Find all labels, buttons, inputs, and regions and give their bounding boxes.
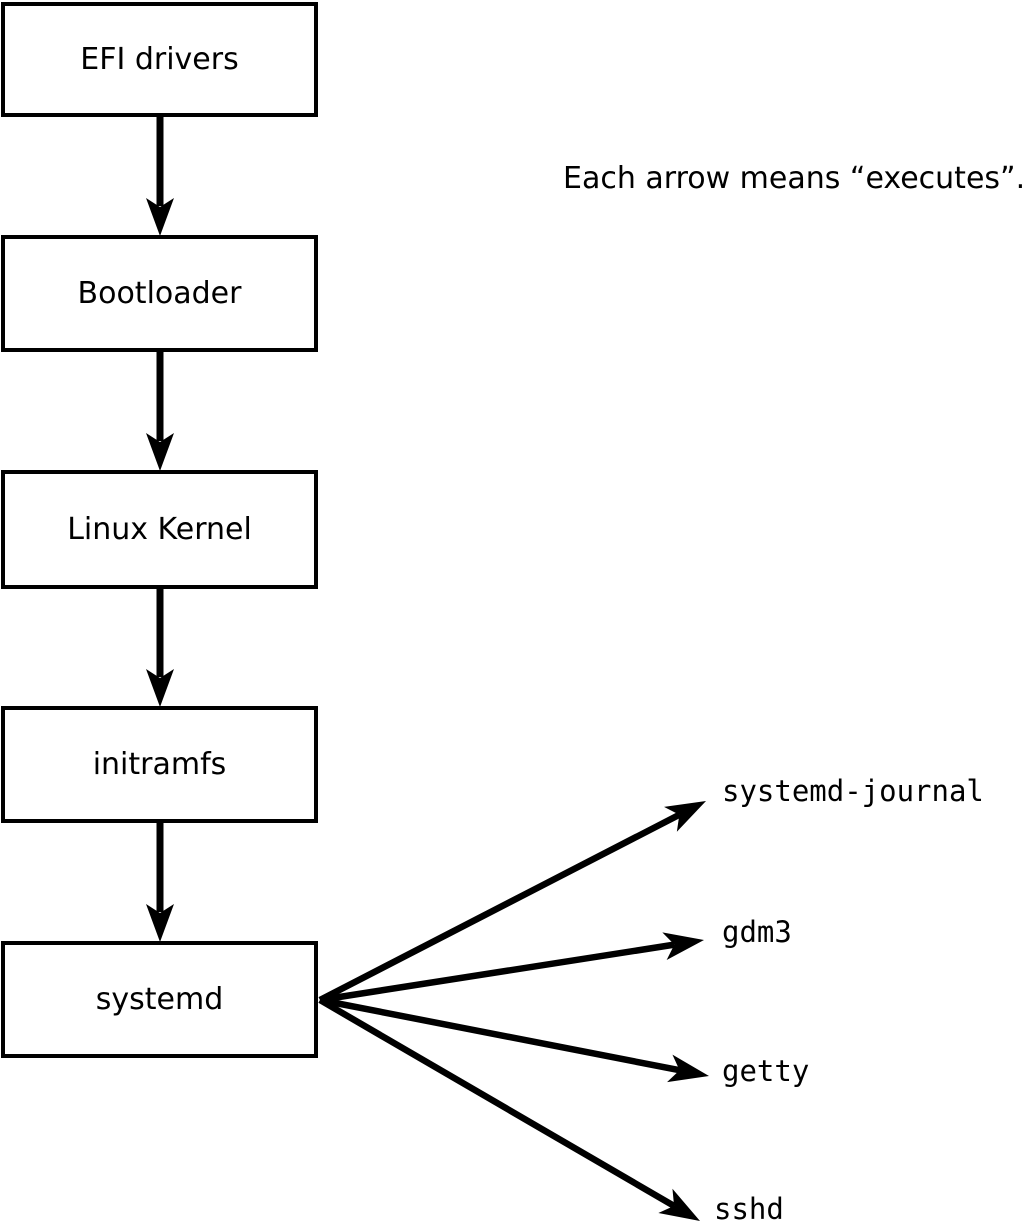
process-box-systemd: systemd [1, 941, 318, 1058]
arrow-head [667, 1054, 709, 1083]
chain-arrow-bootloader-to-kernel [146, 352, 174, 471]
process-box-label: Linux Kernel [67, 511, 252, 547]
process-box-initramfs: initramfs [1, 706, 318, 823]
chain-arrow-kernel-to-initramfs [146, 589, 174, 707]
service-arrow-gdm3 [319, 932, 704, 1004]
chain-arrow-initramfs-to-systemd [146, 823, 174, 942]
service-arrow-systemd-journal [318, 801, 706, 1003]
arrow-shaft [319, 941, 675, 1004]
process-box-label: systemd [95, 981, 224, 1017]
arrow-head [658, 1188, 700, 1221]
process-box-bootloader: Bootloader [1, 235, 318, 352]
service-label-getty: getty [722, 1054, 810, 1088]
process-box-label: EFI drivers [80, 41, 239, 77]
process-box-label: Bootloader [77, 275, 242, 311]
chain-arrow-efi-to-bootloader [146, 117, 174, 236]
arrow-head [146, 669, 174, 707]
service-label-gdm3: gdm3 [722, 915, 792, 949]
service-label-systemd-journal: systemd-journal [722, 774, 984, 808]
diagram-caption: Each arrow means “executes”. [563, 161, 1023, 196]
process-box-label: initramfs [92, 746, 227, 782]
arrow-head [664, 801, 706, 832]
arrow-head [146, 904, 174, 942]
arrow-shaft [319, 996, 681, 1074]
arrow-shaft [318, 997, 676, 1209]
service-arrow-getty [319, 996, 709, 1083]
arrow-head [146, 198, 174, 236]
process-box-efi-drivers: EFI drivers [1, 2, 318, 117]
arrow-head [146, 433, 174, 471]
service-arrow-sshd [318, 997, 700, 1221]
process-box-linux-kernel: Linux Kernel [1, 470, 318, 589]
arrow-head [662, 932, 704, 961]
arrow-shaft [318, 811, 681, 1003]
service-label-sshd: sshd [714, 1192, 784, 1226]
